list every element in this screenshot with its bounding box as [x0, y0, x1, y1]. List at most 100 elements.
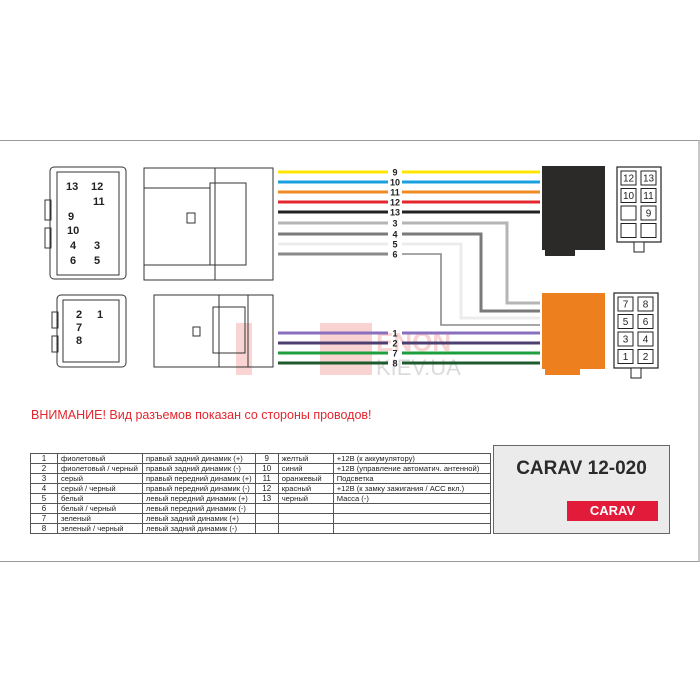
- pin-label: 3: [623, 335, 629, 346]
- wire-color-cell: белый: [57, 493, 143, 504]
- pinout-latch: [630, 367, 642, 379]
- function-cell: Масса (-): [332, 493, 491, 504]
- pin-cell: [620, 205, 637, 221]
- pin-cell: [617, 314, 634, 329]
- wire-color-cell: желтый: [277, 453, 334, 464]
- pin-label: 12: [623, 174, 635, 185]
- watermark-x-block: [320, 323, 372, 375]
- pin-cell: [637, 349, 654, 364]
- pin-cell: [637, 296, 654, 312]
- pin-number-cell: 10: [254, 463, 279, 474]
- function-cell: правый задний динамик (+): [142, 453, 256, 464]
- black-connector: [542, 166, 605, 256]
- wire-label: 3: [392, 219, 397, 229]
- pin-number-cell: 3: [30, 473, 58, 484]
- wire-8: 8: [278, 359, 540, 369]
- wire-label: 11: [390, 188, 400, 198]
- left-connector-face-small: [51, 294, 127, 368]
- wire-9: 9: [278, 168, 540, 178]
- wire-6: 6: [278, 250, 540, 326]
- pin-label: 9: [646, 209, 652, 220]
- wire-label: 10: [390, 178, 400, 188]
- wire-7: 7: [278, 349, 540, 359]
- wire-4: 4: [278, 230, 540, 313]
- function-cell: Подсветка: [332, 473, 491, 484]
- function-cell: [332, 503, 491, 514]
- wire-color-cell: оранжевый: [277, 473, 334, 484]
- pin-number-cell: 13: [254, 493, 279, 504]
- pin-label: 6: [70, 255, 76, 267]
- pin-label: 1: [623, 352, 629, 363]
- wire-color-cell: фиолетовый / черный: [57, 463, 143, 474]
- pin-label: 11: [643, 191, 654, 202]
- wire-color-cell: синий: [277, 463, 334, 474]
- carav-logo: CARAV: [567, 501, 658, 521]
- wire-color-cell: зеленый / черный: [57, 523, 143, 534]
- wire-color-cell: серый / черный: [57, 483, 143, 494]
- pin-number-cell: 8: [30, 523, 58, 534]
- function-cell: [332, 513, 491, 524]
- pinout-latch: [633, 241, 645, 253]
- pin-label: 2: [76, 309, 82, 321]
- pin-number-cell: [254, 513, 279, 524]
- pin-label: 8: [76, 335, 82, 347]
- wire-label: 9: [392, 168, 397, 178]
- wire-5: 5: [278, 240, 540, 320]
- pin-cell: [640, 170, 657, 186]
- pin-number-cell: 1: [30, 453, 58, 464]
- pin-label: 10: [67, 225, 79, 237]
- watermark-text-2: KIEV.UA: [376, 355, 461, 380]
- pin-number-cell: 7: [30, 513, 58, 524]
- pin-cell: [637, 331, 654, 347]
- wire-12: 12: [278, 198, 540, 208]
- wire-label: 13: [390, 208, 400, 218]
- pin-cell: [620, 170, 637, 186]
- wire-label: 1: [392, 329, 397, 339]
- pin-label: 5: [623, 317, 629, 328]
- wire-label: 6: [392, 250, 397, 260]
- pin-label: 6: [643, 317, 649, 328]
- function-cell: левый задний динамик (-): [142, 523, 256, 534]
- orange-connector: [542, 293, 605, 375]
- pin-label: 3: [94, 240, 100, 252]
- wire-color-cell: зеленый: [57, 513, 143, 524]
- function-cell: левый передний динамик (+): [142, 493, 256, 504]
- pin-cell: [640, 223, 657, 238]
- pin-cell: [640, 205, 657, 221]
- pin-number-cell: 5: [30, 493, 58, 504]
- wire-color-cell: серый: [57, 473, 143, 484]
- function-cell: левый задний динамик (+): [142, 513, 256, 524]
- pin-label: 1: [97, 309, 103, 321]
- pin-number-cell: 11: [254, 473, 279, 484]
- wire-13: 13: [278, 208, 540, 218]
- wire-2: 2: [278, 339, 540, 349]
- pin-cell: [617, 296, 634, 312]
- function-cell: правый передний динамик (+): [142, 473, 256, 484]
- pin-cell: [620, 188, 637, 203]
- pin-label: 5: [94, 255, 100, 267]
- wire-color-cell: [277, 523, 334, 534]
- left-connector-face-large: [44, 166, 127, 280]
- pin-label: 9: [68, 211, 74, 223]
- pin-label: 7: [76, 322, 82, 334]
- pin-label: 10: [623, 191, 635, 202]
- wire-3: 3: [278, 219, 540, 305]
- pin-label: 13: [66, 181, 78, 193]
- left-connector-side-small: [153, 294, 274, 368]
- wire-color-cell: белый / черный: [57, 503, 143, 514]
- pin-label: 7: [623, 300, 629, 311]
- wire-color-cell: фиолетовый: [57, 453, 143, 464]
- wire-label: 5: [392, 240, 397, 250]
- pin-cell: [640, 188, 657, 203]
- pin-label: 12: [91, 181, 103, 193]
- pin-label: 2: [643, 352, 649, 363]
- wire-label: 4: [392, 230, 397, 240]
- wire-label: 12: [390, 198, 400, 208]
